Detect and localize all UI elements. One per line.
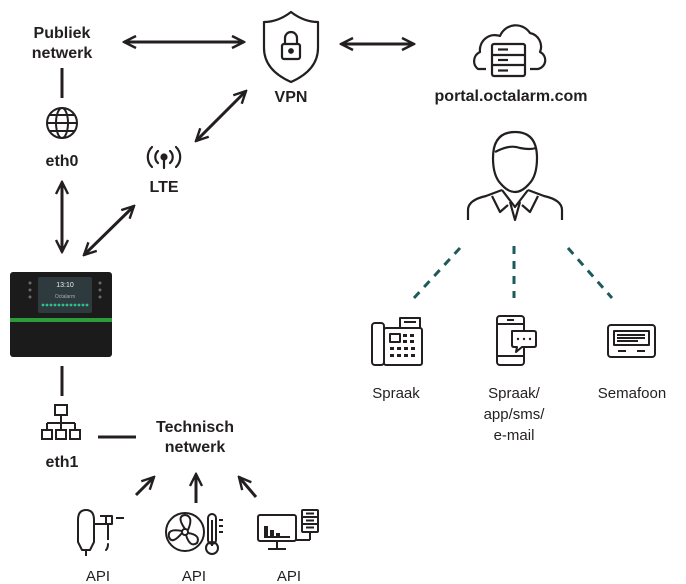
technical-network-label-line2: netwerk [165, 439, 226, 456]
technical-network-label-line1: Technisch [156, 419, 234, 436]
lte-antenna-icon [146, 145, 182, 170]
public-network-label-line2: netwerk [32, 45, 93, 62]
arrow-api3-technical [239, 477, 258, 498]
octalarm-device: 13:10 Octalarm [10, 272, 112, 357]
spraak-app-label-line3: e-mail [494, 427, 535, 444]
smartphone-chat-icon [496, 315, 537, 366]
public-network-label-line1: Publiek [34, 25, 91, 42]
eth0-label: eth0 [46, 153, 79, 170]
device-status-leds [41, 303, 89, 307]
globe-icon [46, 107, 78, 139]
portal-label: portal.octalarm.com [435, 88, 588, 105]
network-topology-icon [41, 404, 81, 440]
device-screen-time: 13:10 [56, 282, 74, 289]
api-label-1: API [86, 568, 110, 584]
dashed-link-spraak [412, 246, 462, 300]
arrow-api1-technical [134, 477, 154, 497]
vpn-shield-icon [262, 10, 320, 84]
arrow-device-lte [84, 206, 134, 255]
desk-phone-icon [371, 317, 423, 366]
device-brand-text: Octalarm [55, 294, 75, 300]
eth1-label: eth1 [46, 454, 79, 471]
semafoon-label: Semafoon [598, 385, 666, 402]
arrow-lte-vpn [196, 91, 246, 141]
pager-icon [607, 324, 656, 358]
person-icon [466, 130, 564, 222]
cloud-server-icon [473, 24, 547, 78]
api-label-2: API [182, 568, 206, 584]
lte-label: LTE [149, 179, 178, 196]
silo-tap-icon [77, 509, 124, 556]
spraak-label: Spraak [372, 385, 420, 402]
monitor-dashboard-icon [257, 509, 319, 550]
dashed-link-semafoon [566, 247, 614, 299]
api-label-3: API [277, 568, 301, 584]
spraak-app-label-line1: Spraak/ [488, 385, 541, 402]
spraak-app-label-line2: app/sms/ [484, 406, 546, 423]
vpn-label: VPN [275, 89, 308, 106]
fan-thermometer-icon [165, 512, 223, 555]
